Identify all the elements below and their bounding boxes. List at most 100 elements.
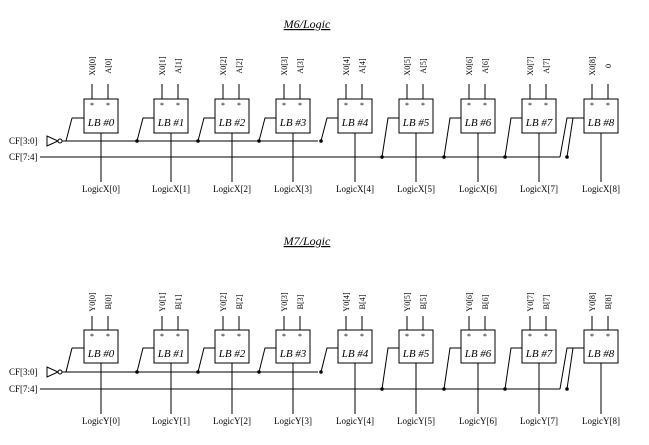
- section-title: M6/Logic: [283, 17, 331, 31]
- pin-marker: *: [467, 101, 471, 110]
- pin-label: B[4]: [358, 294, 367, 309]
- control-wire: [136, 117, 154, 142]
- pin-label: A[2]: [235, 58, 244, 73]
- pin-label: X0[3]: [280, 56, 289, 75]
- pin-label: X0[0]: [88, 56, 97, 75]
- output-label: LogicX[0]: [82, 184, 120, 194]
- logic-block: [337, 98, 373, 134]
- pin-label: B[2]: [235, 294, 244, 309]
- pin-marker: *: [282, 101, 286, 110]
- logic-block-label: LB #0: [87, 117, 115, 129]
- inverter-bubble: [57, 138, 63, 144]
- logic-block-label: LB #3: [279, 348, 307, 360]
- pin-marker: *: [176, 101, 180, 110]
- cf-input-label: CF[3:0]: [9, 367, 38, 377]
- pin-marker: *: [106, 101, 110, 110]
- pin-label: Y0[3]: [280, 292, 289, 311]
- pin-label: A[3]: [296, 58, 305, 73]
- control-wire: [559, 117, 584, 158]
- pin-marker: *: [106, 332, 110, 341]
- pin-marker: *: [237, 101, 241, 110]
- pin-label: Y0[4]: [342, 292, 351, 311]
- control-wire: [566, 347, 584, 390]
- logic-block-label: LB #6: [464, 117, 492, 129]
- pin-marker: *: [421, 101, 425, 110]
- control-wire: [197, 347, 215, 373]
- control-wire: [504, 117, 522, 158]
- pin-marker: *: [606, 332, 610, 341]
- pin-marker: *: [590, 101, 594, 110]
- pin-label: X0[6]: [465, 56, 474, 75]
- pin-label: 0: [604, 64, 613, 68]
- pin-marker: *: [90, 332, 94, 341]
- pin-marker: *: [421, 332, 425, 341]
- logic-block: [583, 98, 619, 134]
- pin-label: X0[5]: [403, 56, 412, 75]
- logic-block-label: LB #2: [218, 117, 246, 129]
- logic-block-label: LB #2: [218, 348, 246, 360]
- logic-block-label: LB #3: [279, 117, 307, 129]
- output-label: LogicX[6]: [459, 184, 497, 194]
- pin-marker: *: [483, 332, 487, 341]
- pin-label: X0[8]: [588, 56, 597, 75]
- pin-marker: *: [405, 101, 409, 110]
- output-label: LogicX[3]: [274, 184, 312, 194]
- output-label: LogicY[7]: [520, 416, 558, 426]
- pin-label: X0[7]: [526, 56, 535, 75]
- pin-label: A[0]: [104, 58, 113, 73]
- pin-label: B[0]: [104, 294, 113, 309]
- pin-marker: *: [405, 332, 409, 341]
- control-wire: [566, 117, 584, 158]
- pin-label: B[6]: [481, 294, 490, 309]
- pin-marker: *: [344, 101, 348, 110]
- pin-label: A[6]: [481, 58, 490, 73]
- pin-label: Y0[7]: [526, 292, 535, 311]
- pin-label: Y0[5]: [403, 292, 412, 311]
- logic-block-label: LB #0: [87, 348, 115, 360]
- pin-marker: *: [237, 332, 241, 341]
- cf-input-label: CF[7:4]: [9, 384, 38, 394]
- pin-marker: *: [344, 332, 348, 341]
- output-label: LogicY[3]: [274, 416, 312, 426]
- pin-label: B[8]: [604, 294, 613, 309]
- logic-block-label: LB #4: [341, 348, 369, 360]
- logic-block: [398, 329, 434, 364]
- pin-marker: *: [528, 332, 532, 341]
- control-wire: [320, 347, 338, 373]
- pin-label: B[7]: [542, 294, 551, 309]
- control-wire: [258, 347, 276, 373]
- pin-marker: *: [544, 332, 548, 341]
- cf-wire: [65, 347, 73, 373]
- buffer-symbol: [46, 135, 60, 147]
- output-label: LogicY[5]: [397, 416, 435, 426]
- output-label: LogicX[7]: [520, 184, 558, 194]
- pin-label: X0[4]: [342, 56, 351, 75]
- logic-block-label: LB #6: [464, 348, 492, 360]
- pin-marker: *: [590, 332, 594, 341]
- logic-block: [337, 329, 373, 364]
- output-label: LogicY[8]: [582, 416, 620, 426]
- control-wire: [197, 117, 215, 142]
- control-wire: [381, 117, 399, 158]
- output-label: LogicY[2]: [213, 416, 251, 426]
- logic-block: [583, 329, 619, 364]
- pin-marker: *: [544, 101, 548, 110]
- cf-wire: [65, 117, 73, 142]
- logic-block-label: LB #1: [157, 117, 185, 129]
- pin-label: B[5]: [419, 294, 428, 309]
- pin-marker: *: [160, 101, 164, 110]
- logic-block: [521, 329, 557, 364]
- pin-label: A[7]: [542, 58, 551, 73]
- pin-label: Y0[1]: [158, 292, 167, 311]
- buffer-symbol: [46, 366, 60, 378]
- logic-block-label: LB #5: [402, 117, 430, 129]
- output-label: LogicX[1]: [152, 184, 190, 194]
- pin-marker: *: [606, 101, 610, 110]
- pin-label: A[1]: [174, 58, 183, 73]
- logic-block-label: LB #5: [402, 348, 430, 360]
- pin-marker: *: [360, 332, 364, 341]
- pin-label: A[5]: [419, 58, 428, 73]
- pin-label: X0[1]: [158, 56, 167, 75]
- logic-block-label: LB #1: [157, 348, 185, 360]
